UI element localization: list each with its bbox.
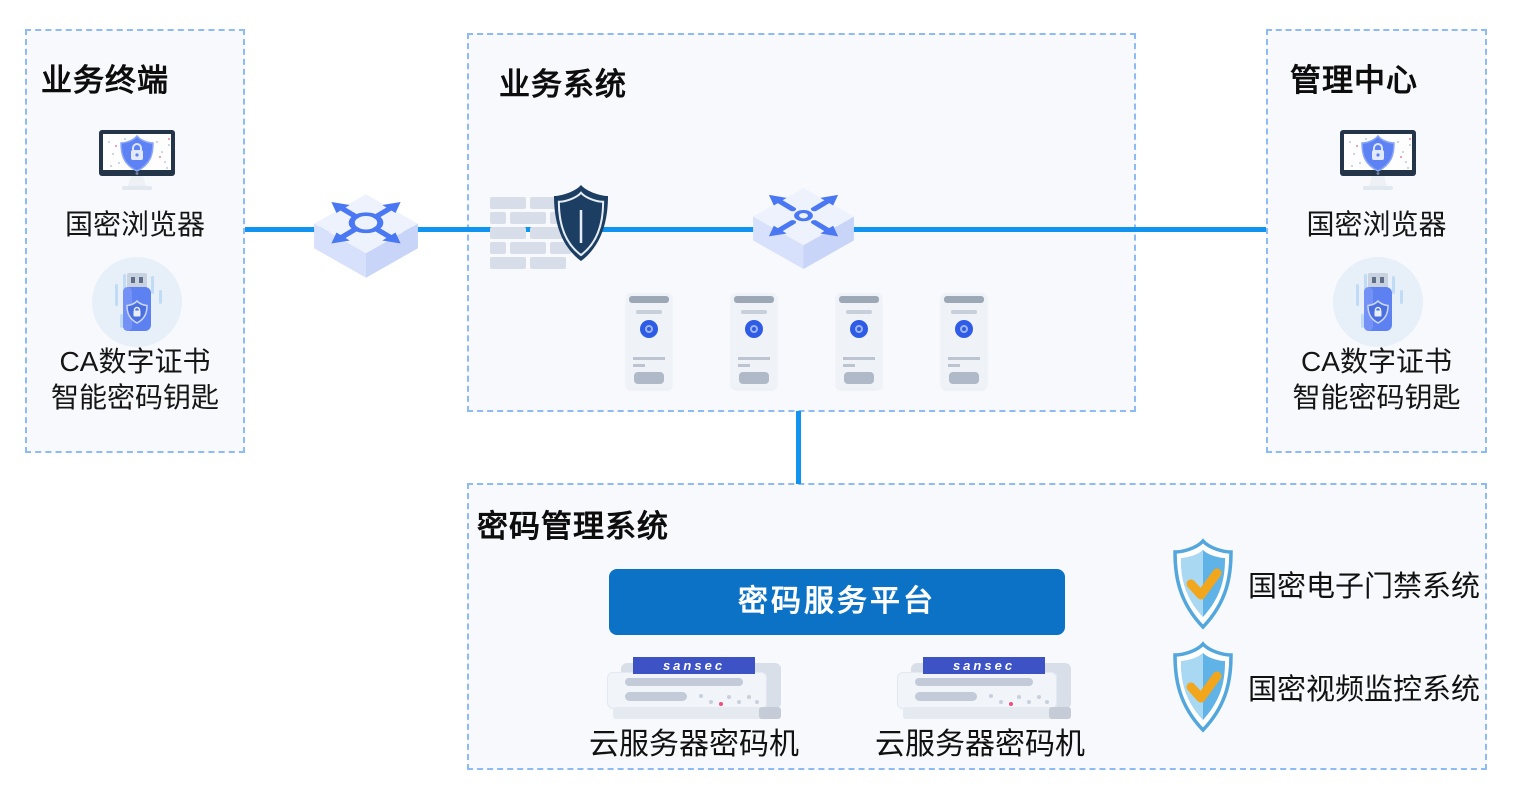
terminal-box: 业务终端 国密浏 — [25, 29, 245, 453]
terminal-title: 业务终端 — [41, 63, 169, 98]
management-browser-label: 国密浏览器 — [1306, 209, 1447, 240]
device-body — [607, 672, 767, 709]
usb-key-icon — [92, 257, 182, 347]
crypto-title: 密码管理系统 — [477, 509, 669, 544]
terminal-ca-line1: CA数字证书 — [59, 346, 211, 377]
sansec-brand-label: sansec — [633, 657, 755, 674]
sansec-brand-label: sansec — [923, 657, 1045, 674]
terminal-browser-label: 国密浏览器 — [64, 209, 205, 240]
cloud-crypto-server-label: 云服务器密码机 — [875, 728, 1085, 761]
network-link-vertical — [796, 411, 801, 484]
device-body — [897, 672, 1057, 709]
management-box: 管理中心 国密浏 — [1266, 29, 1487, 453]
server-tower-icon — [626, 293, 672, 389]
management-ca-line2: 智能密码钥匙 — [1292, 382, 1461, 413]
firewall-shield — [554, 185, 608, 261]
crypto-service-platform-banner: 密码服务平台 — [609, 569, 1065, 635]
usb-key-icon — [1333, 257, 1423, 347]
terminal-ca-label: CA数字证书 智能密码钥匙 — [27, 344, 243, 416]
cloud-crypto-server-label: 云服务器密码机 — [589, 728, 799, 761]
server-tower-icon — [731, 293, 777, 389]
secure-browser-monitor-icon — [99, 130, 175, 190]
management-ca-label: CA数字证书 智能密码钥匙 — [1268, 344, 1485, 416]
business-title: 业务系统 — [499, 67, 627, 102]
management-title: 管理中心 — [1290, 63, 1418, 98]
access-control-system-row: 国密电子门禁系统 — [1170, 538, 1480, 630]
check-shield-icon — [1173, 641, 1233, 733]
sansec-server-icon: sansec — [607, 657, 787, 721]
server-tower-icon — [941, 293, 987, 389]
server-tower-icon — [836, 293, 882, 389]
access-control-system-label: 国密电子门禁系统 — [1248, 571, 1481, 603]
sansec-server-icon: sansec — [897, 657, 1077, 721]
check-shield-icon — [1173, 538, 1233, 630]
device-base — [613, 707, 781, 719]
device-base — [903, 707, 1071, 719]
secure-browser-monitor-icon — [1340, 130, 1416, 190]
video-surveillance-system-row: 国密视频监控系统 — [1170, 641, 1480, 733]
crypto-management-box: 密码管理系统 密码服务平台 sansec 云服务器密码机 — [467, 483, 1487, 770]
terminal-ca-line2: 智能密码钥匙 — [50, 382, 219, 413]
switch-icon-left — [314, 194, 418, 278]
video-surveillance-system-label: 国密视频监控系统 — [1248, 674, 1481, 706]
switch-icon-right — [753, 187, 854, 270]
firewall-icon — [490, 185, 608, 269]
management-ca-line1: CA数字证书 — [1301, 346, 1452, 377]
